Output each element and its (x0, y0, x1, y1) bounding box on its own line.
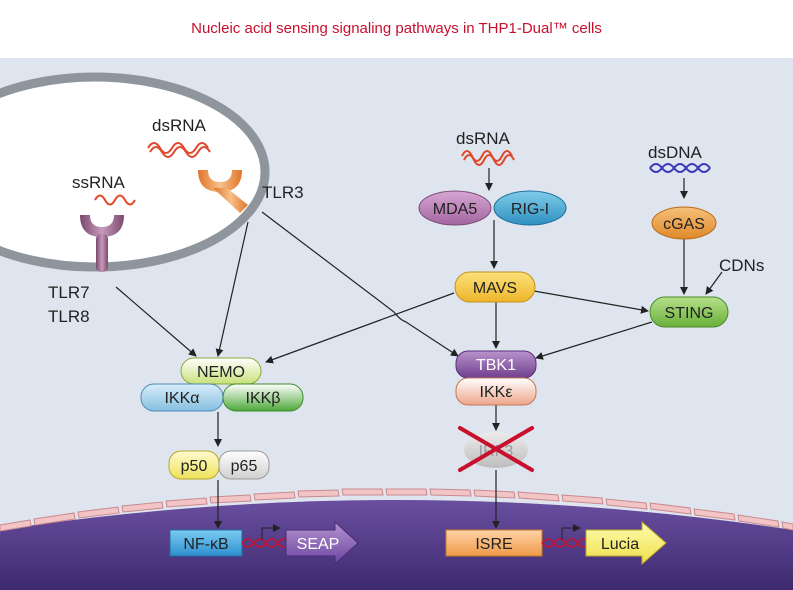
lucia-label: Lucia (601, 536, 639, 553)
nemo-label: NEMO (197, 364, 245, 381)
mavs-label: MAVS (473, 280, 517, 297)
rigi-node (493, 190, 567, 226)
cdns-label: CDNs (719, 256, 764, 275)
tlr8-label: TLR8 (48, 307, 90, 326)
mavs-node (454, 271, 536, 303)
ikka-label: IKKα (164, 390, 199, 407)
isre-dna-helix-icon (541, 538, 591, 548)
p65-label: p65 (231, 458, 258, 475)
lucia-reporter-arrow (585, 520, 667, 566)
tlr7-8-receptor-icon (80, 215, 124, 272)
dsrna-endosome-label: dsRNA (152, 116, 207, 135)
nfkb-promoter-box (169, 529, 243, 557)
tbk1-label: TBK1 (476, 357, 516, 374)
endosome (0, 72, 270, 272)
dsdna-helix-icon (649, 163, 711, 173)
cgas-node (651, 206, 717, 240)
seap-label: SEAP (297, 536, 340, 553)
p65-node (218, 450, 270, 480)
signaling-arrows (115, 168, 723, 529)
ikkb-node (222, 383, 304, 412)
nfkb-dna-helix-icon (241, 538, 291, 548)
dsrna-cyto-label: dsRNA (456, 129, 511, 148)
p50-label: p50 (181, 458, 208, 475)
sting-node (649, 296, 729, 328)
tlr3-label: TLR3 (262, 183, 304, 202)
isre-label: ISRE (475, 536, 512, 553)
nfkb-label: NF-κB (183, 536, 228, 553)
sting-label: STING (665, 305, 714, 322)
irf3-knockout-cross-icon (458, 426, 534, 472)
nuclear-envelope (0, 488, 793, 532)
cgas-label: cGAS (663, 216, 705, 233)
ssrna-label: ssRNA (72, 173, 126, 192)
seap-reporter-arrow (285, 520, 359, 566)
mda5-label: MDA5 (433, 201, 478, 218)
dsrna-endosome-strand-icon (147, 142, 209, 154)
isre-tss-arrow-icon (561, 524, 581, 540)
dsdna-label: dsDNA (648, 143, 703, 162)
rigi-label: RIG-I (511, 201, 549, 218)
nucleus (0, 500, 793, 590)
mda5-node (418, 190, 492, 226)
isre-promoter-box (445, 529, 543, 557)
nemo-node (180, 357, 262, 385)
nfkb-tss-arrow-icon (261, 524, 281, 540)
ikke-node (455, 377, 537, 406)
ikkb-label: IKKβ (246, 390, 281, 407)
ikke-label: IKKε (480, 384, 513, 401)
diagram-title: Nucleic acid sensing signaling pathways … (191, 20, 602, 37)
tlr3-receptor-icon (198, 155, 248, 213)
ssrna-strand-icon (94, 194, 136, 206)
tlr7-label: TLR7 (48, 283, 90, 302)
dsrna-cyto-strand-icon (461, 150, 513, 162)
